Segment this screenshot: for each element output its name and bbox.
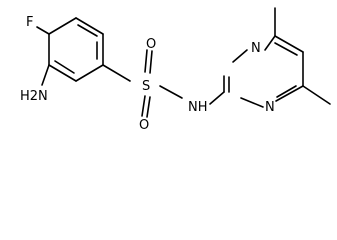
atom-sulfur: S [142, 79, 150, 94]
atom-ring-nitrogen-upper: N [251, 41, 261, 56]
bond-c-nh2 [41, 64, 50, 86]
atom-oxygen-bottom: O [139, 118, 149, 133]
atom-amino: H2N [20, 89, 48, 104]
chemical-structure-diagram: F H2N S O O NH N N [20, 7, 331, 133]
bond-nh-pyrimidine [209, 91, 225, 105]
atom-oxygen-top: O [146, 37, 156, 52]
bond-c-f [36, 26, 50, 35]
sulfonyl-group [141, 49, 183, 118]
atom-fluorine: F [26, 15, 33, 30]
bond-c-s [102, 64, 131, 82]
benzene-ring [48, 17, 104, 82]
atom-sulfonamide-nh: NH [188, 100, 208, 115]
atom-ring-nitrogen-lower: N [265, 100, 275, 115]
pyrimidine-ring [223, 35, 304, 108]
methyl-bottom [302, 85, 331, 105]
